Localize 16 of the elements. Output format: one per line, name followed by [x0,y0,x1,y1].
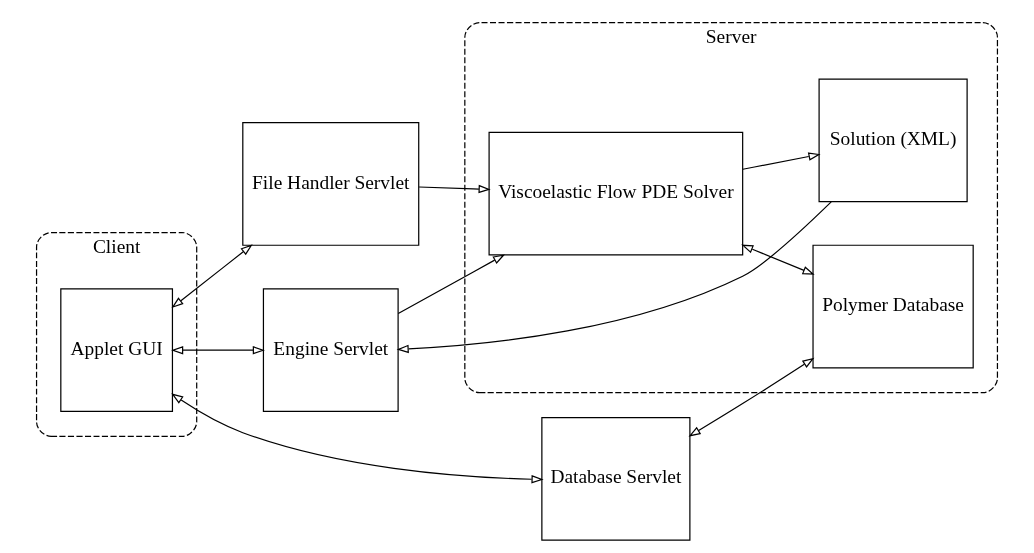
arrow [396,201,832,354]
arrow [742,152,821,170]
node-box: Applet GUI [60,288,174,413]
arrow [171,345,265,355]
arrow [397,254,506,315]
arrow [688,357,815,437]
arrow [171,244,253,309]
node-box: Engine Servlet [262,288,399,413]
node-box: Polymer Database [812,244,974,369]
arrow [741,244,815,275]
node-box: Viscoelastic Flow PDE Solver [488,131,744,256]
node-box: Database Servlet [541,416,691,541]
node-box: Solution (XML) [818,78,968,203]
arrow [418,184,491,194]
arrow [171,393,544,484]
node-box: File Handler Servlet [242,122,420,246]
